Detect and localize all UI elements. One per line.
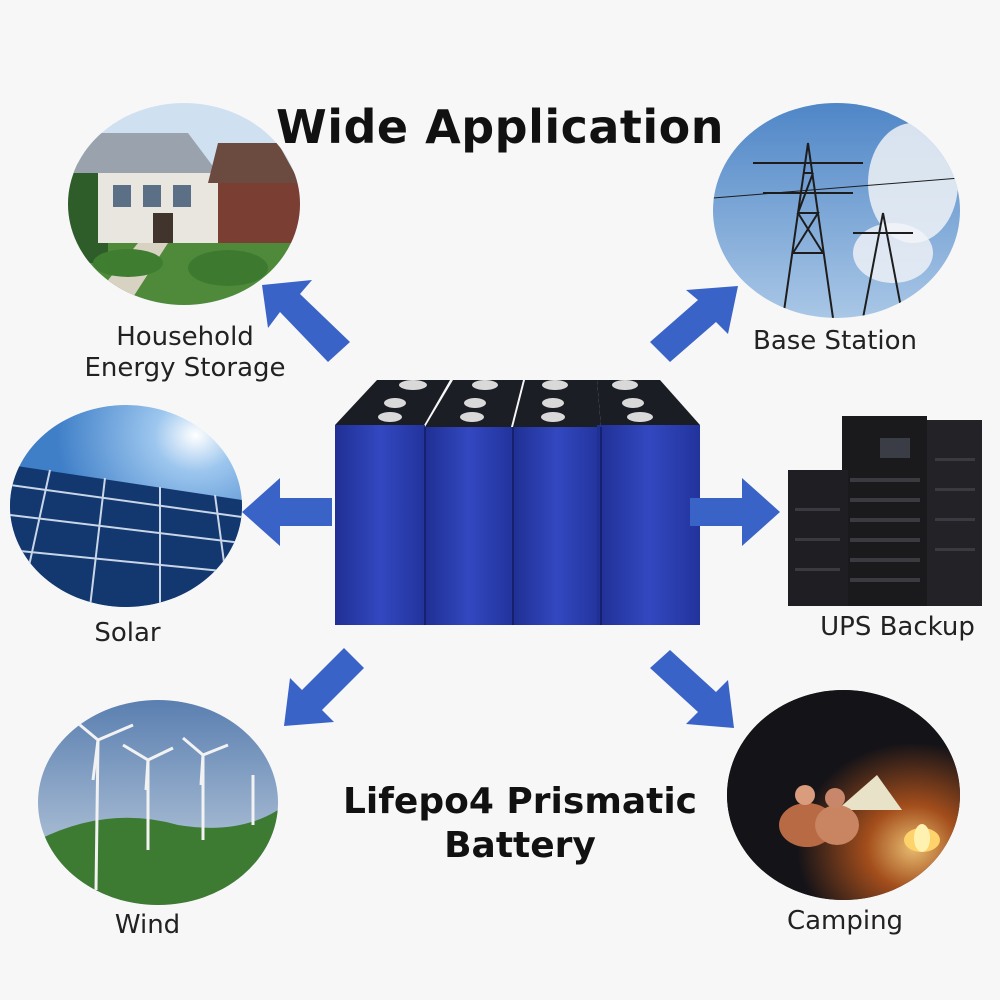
page-title: Wide Application — [275, 100, 725, 154]
base-station-label: Base Station — [752, 326, 917, 356]
ups-image — [780, 408, 985, 608]
solar-panel-icon — [10, 405, 242, 607]
household-label-line2: Energy Storage — [84, 353, 286, 383]
arrow-right-icon — [690, 478, 780, 546]
transmission-tower-icon — [713, 103, 960, 318]
household-image — [68, 103, 300, 305]
ups-label: UPS Backup — [820, 612, 975, 642]
arrow-down-right-icon — [650, 650, 734, 728]
household-label-line1: Household — [116, 322, 254, 352]
camping-label: Camping — [786, 906, 904, 936]
campfire-tent-icon — [727, 690, 960, 900]
camping-image — [727, 690, 960, 900]
battery-icon — [335, 380, 700, 625]
product-title: Lifepo4 Prismatic Battery — [300, 780, 740, 868]
battery-pack-image — [335, 375, 705, 630]
house-icon — [68, 103, 300, 305]
product-title-line2: Battery — [444, 825, 596, 866]
wind-turbine-icon — [38, 700, 278, 905]
arrow-up-left-icon — [262, 280, 350, 362]
wind-image — [38, 700, 278, 905]
arrow-left-icon — [242, 478, 332, 546]
base-station-image — [713, 103, 960, 318]
solar-label: Solar — [94, 618, 161, 648]
solar-image — [10, 405, 242, 607]
product-title-line1: Lifepo4 Prismatic — [342, 781, 698, 822]
ups-server-icon — [788, 416, 982, 606]
household-label: Household Energy Storage — [70, 322, 300, 384]
wind-label: Wind — [114, 910, 181, 940]
arrow-down-left-icon — [284, 648, 364, 726]
arrow-up-right-icon — [650, 286, 738, 362]
